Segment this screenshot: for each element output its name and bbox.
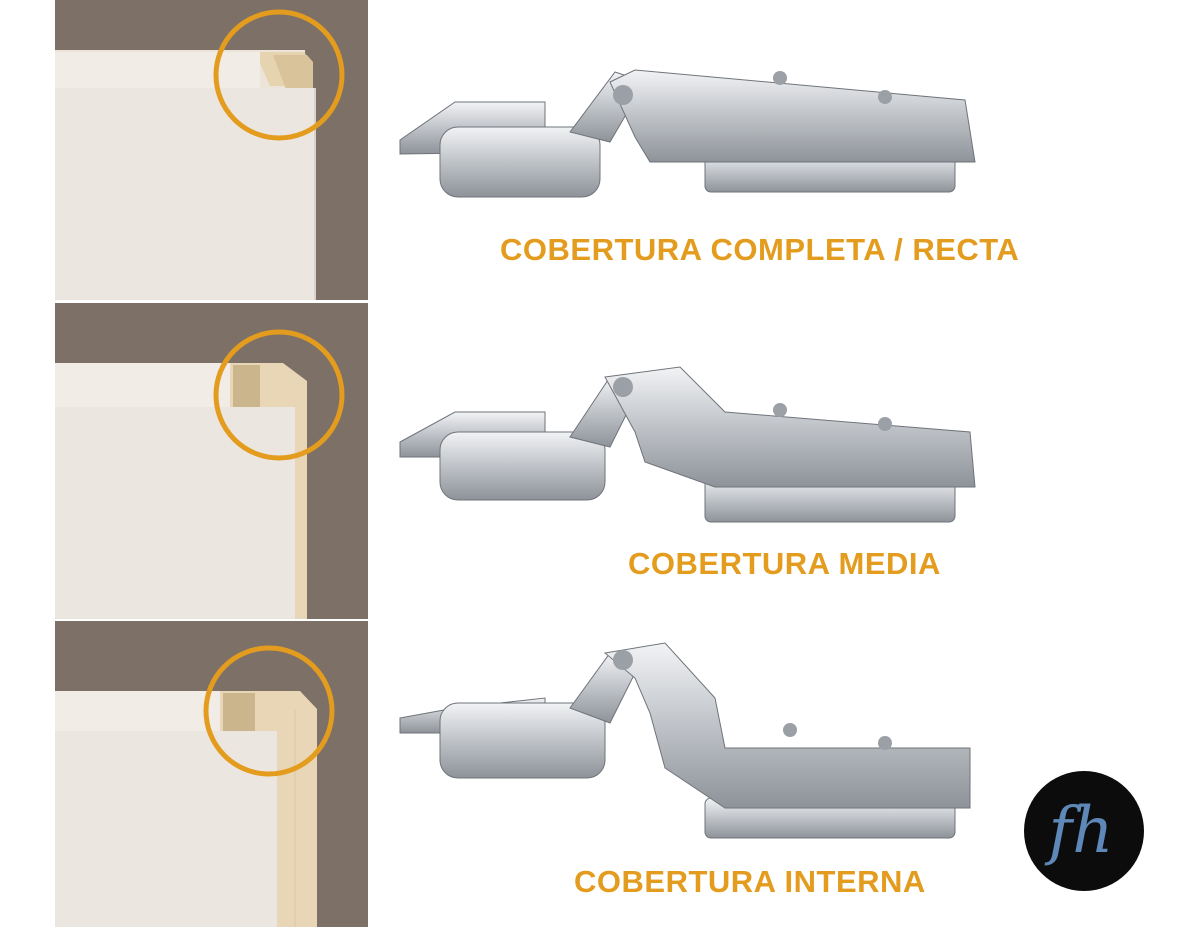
label-inset: COBERTURA INTERNA [574,864,926,899]
label-half-overlay: COBERTURA MEDIA [628,546,941,581]
logo-text: fh [1045,794,1114,868]
overlay-diagram-half [55,303,368,619]
hinge-image-half-overlay [395,362,985,532]
hinge-image-full-overlay [395,62,985,212]
brand-logo: fh [1023,770,1145,892]
overlay-diagram-inset [55,621,368,927]
label-full-overlay: COBERTURA COMPLETA / RECTA [500,232,1020,267]
overlay-diagram-full [55,0,368,300]
hinge-image-inset [395,638,985,848]
